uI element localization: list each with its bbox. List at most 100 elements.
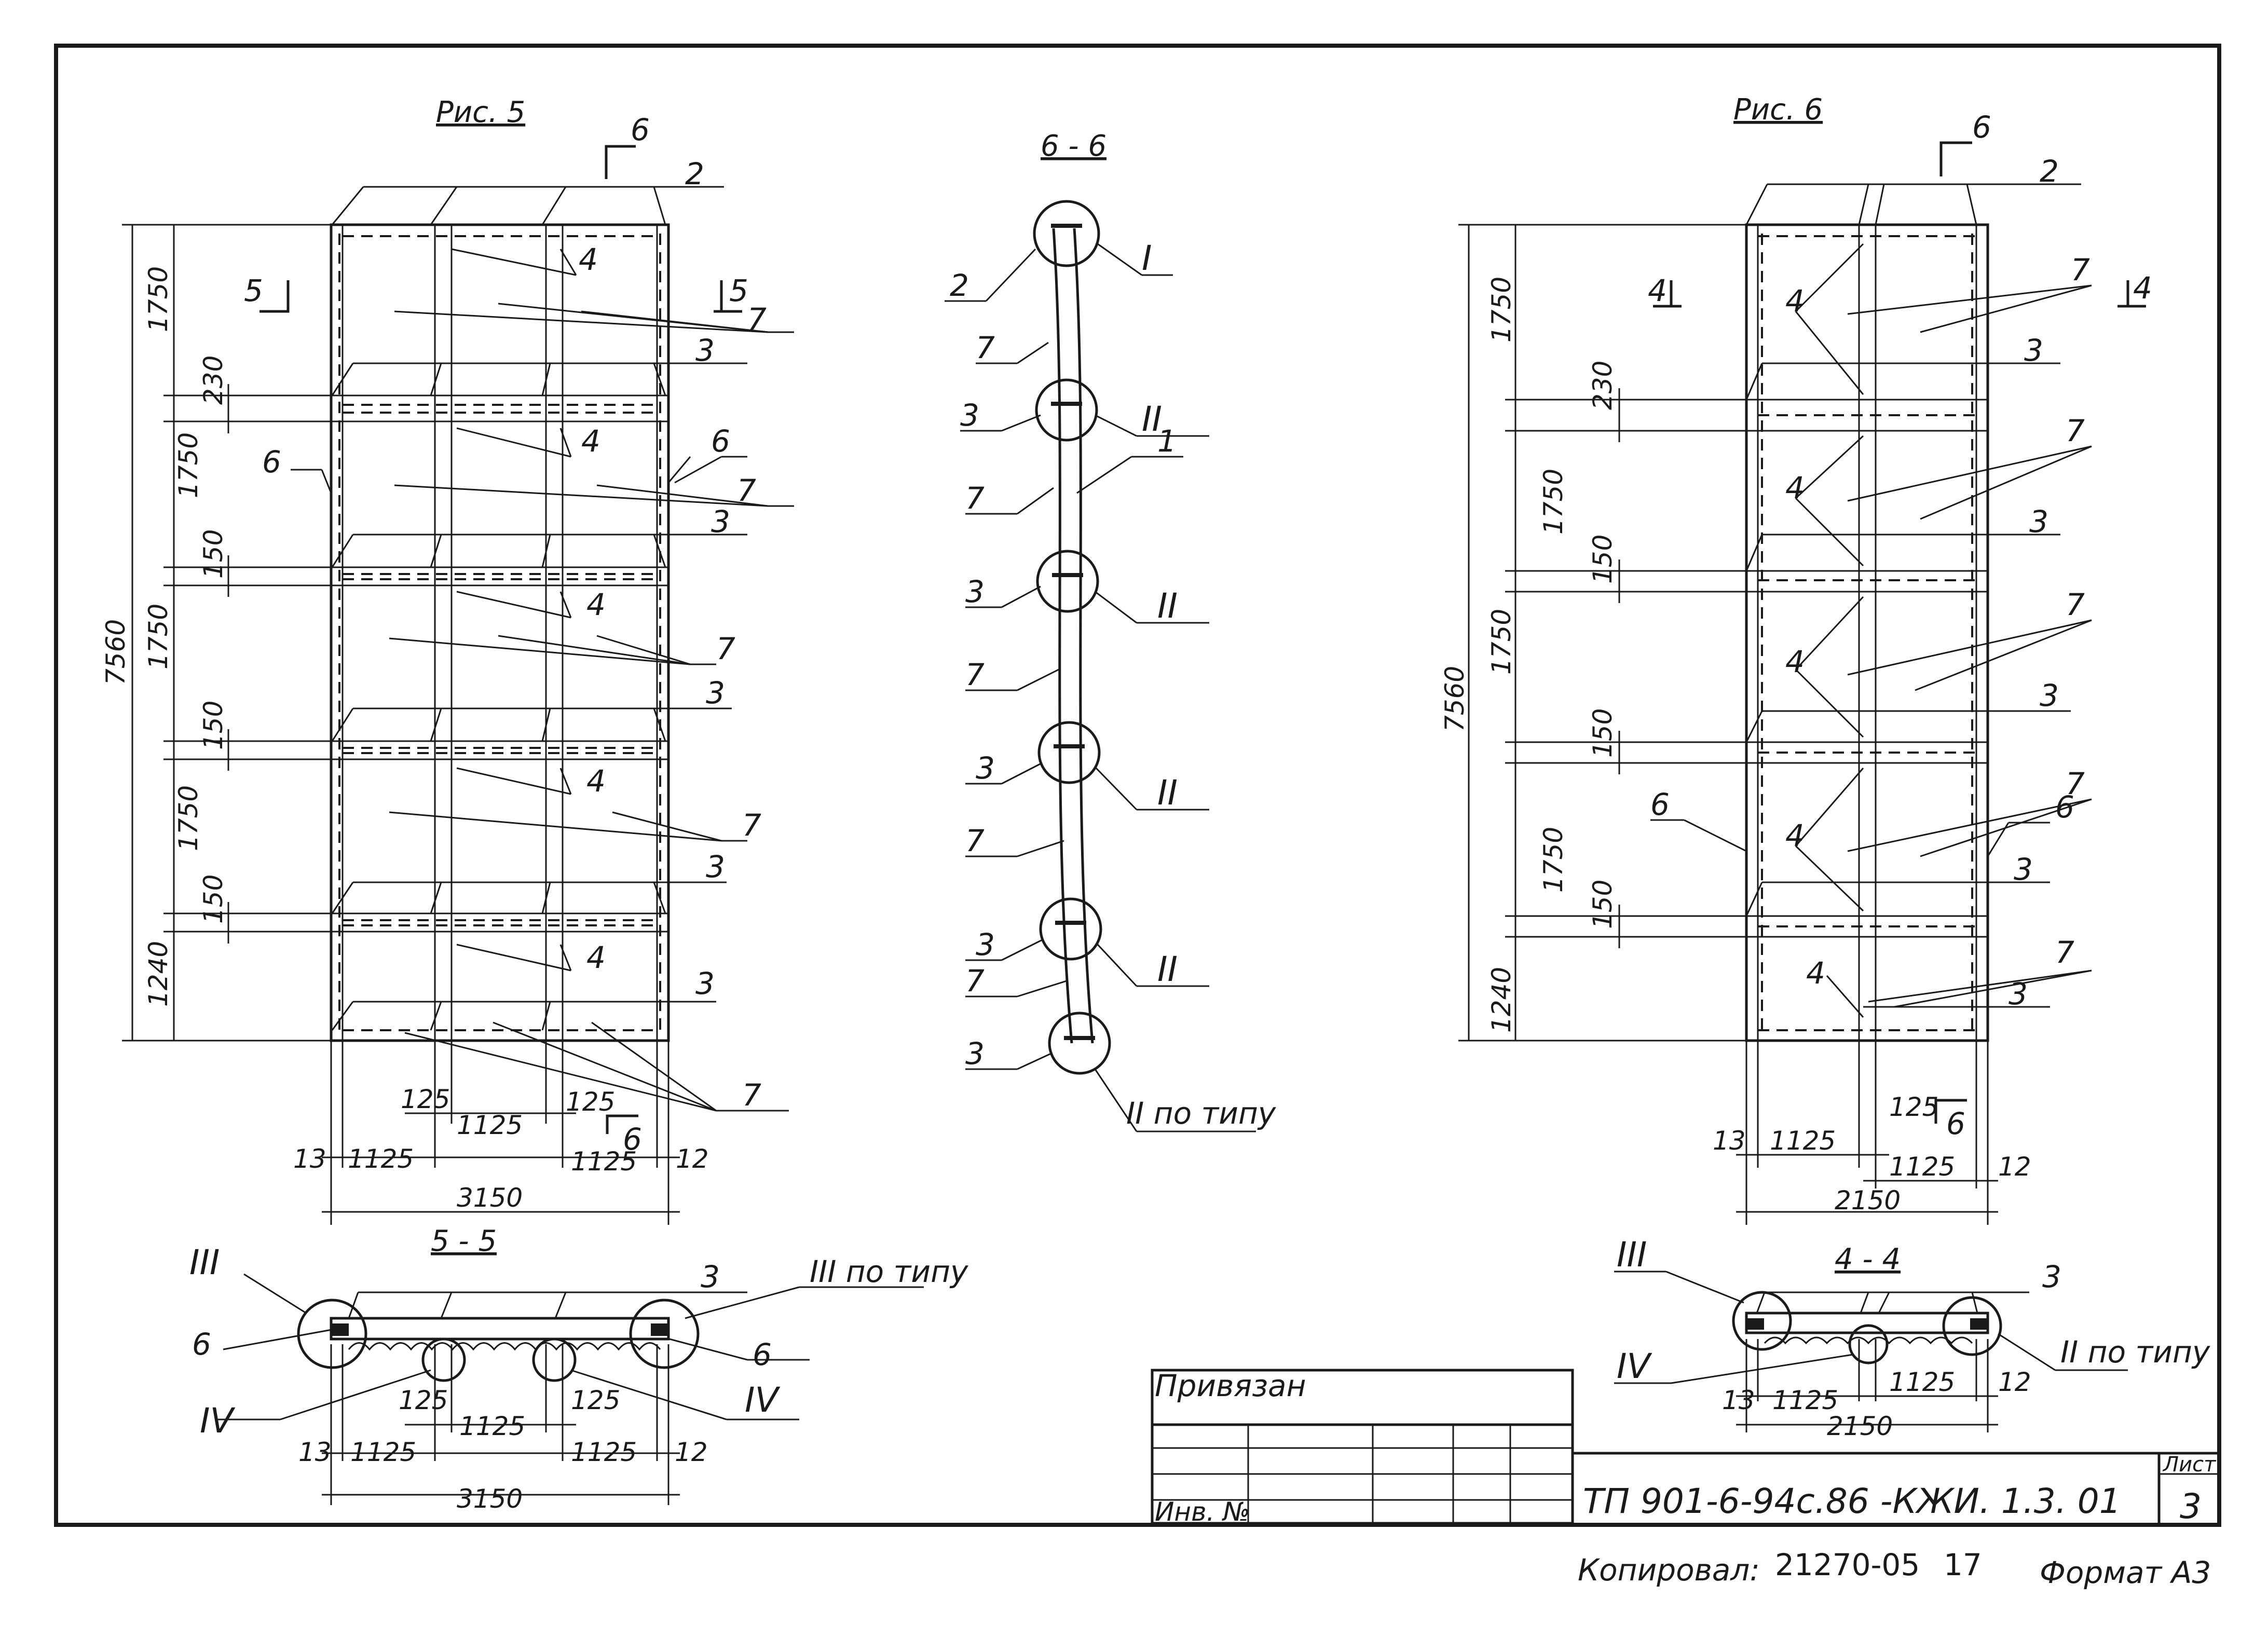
sec55-node-IV-right: IV	[745, 1380, 780, 1420]
sec66-label-3b: 3	[965, 574, 985, 609]
fig6-width-12: 12	[1998, 1152, 2031, 1182]
fig5-width-mid-2: 1125	[457, 1110, 523, 1140]
fig6-label-3b: 3	[2029, 504, 2048, 539]
fig5-label-7b: 7	[737, 473, 756, 508]
fig5-section-mark: 6	[631, 112, 650, 147]
fig5-width-1125-a: 1125	[348, 1144, 414, 1174]
sec44-node-II-type: II по типу	[2060, 1334, 2210, 1370]
fig5-label-7a: 7	[747, 302, 767, 337]
fig5-label-3a: 3	[695, 333, 715, 368]
sec55-dim-1125-b: 1125	[571, 1437, 637, 1467]
fig6-label-3d: 3	[2014, 852, 2033, 887]
sec66-label-7e: 7	[965, 963, 985, 999]
sec44-dim-1125-b: 1125	[1889, 1367, 1955, 1397]
sec66-node-6: II по типу	[1126, 1096, 1276, 1131]
sec44-title: 4 - 4	[1835, 1242, 1901, 1276]
sec55-label-6b: 6	[753, 1337, 772, 1372]
sec66-label-7d: 7	[965, 823, 985, 858]
fig6-label-7c: 7	[2066, 587, 2085, 622]
fig5-label-4b: 4	[581, 424, 600, 459]
fig5-width-13: 13	[293, 1144, 326, 1174]
sec55-node-III-left: III	[189, 1242, 220, 1282]
fig5-label-7d: 7	[742, 808, 761, 843]
sec66-label-7c: 7	[965, 657, 985, 692]
stamp-sheet-no: 3	[2180, 1486, 2202, 1526]
fig6-label-2: 2	[2040, 154, 2059, 189]
fig6-width-mid: 125	[1889, 1092, 1938, 1122]
fig6-height-4: 1750	[1538, 827, 1568, 893]
fig6-width-total: 2150	[1835, 1185, 1901, 1216]
footer-number: 21270-05	[1775, 1547, 1920, 1582]
footer: Копировал: 21270-05 17 Формат А3	[1578, 1547, 2211, 1590]
fig6-label-6b: 6	[2055, 789, 2074, 825]
fig6-panel	[1745, 223, 1989, 1042]
sec66-label-7b: 7	[965, 481, 985, 516]
figure-5: Рис. 5 6	[101, 95, 794, 1225]
sec66-node-2: II	[1142, 399, 1162, 439]
fig5-joint-4: 150	[198, 875, 228, 924]
sec55-dim-mid-3: 125	[571, 1385, 620, 1415]
fig5-label-4c: 4	[586, 587, 606, 622]
fig5-joint-2: 150	[198, 529, 228, 579]
footer-copied: Копировал:	[1578, 1552, 1760, 1588]
fig5-label-4e: 4	[586, 940, 606, 975]
section-4-4: 4 - 4 III IV II по типу 3	[1614, 1235, 2210, 1441]
sec66-label-3d: 3	[976, 927, 995, 962]
fig6-joint-2: 150	[1588, 535, 1618, 584]
fig6-label-4d: 4	[1785, 818, 1805, 853]
fig6-section-mark-bottom: 6	[1946, 1106, 1965, 1141]
sec55-label-3: 3	[701, 1259, 720, 1294]
fig6-label-7e: 7	[2055, 935, 2074, 970]
section-6-6: 6 - 6	[945, 129, 1276, 1132]
fig6-label-7d: 7	[2066, 766, 2085, 801]
sec66-node-1: I	[1142, 238, 1152, 278]
sec44-label-3: 3	[2042, 1259, 2061, 1294]
stamp-code: ТП 901-6-94с.86 -КЖИ. 1.3. 01	[1583, 1481, 2121, 1521]
sec66-node-3: II	[1157, 586, 1178, 626]
fig5-cut-mark-left: 5	[244, 273, 263, 308]
fig6-height-2: 1750	[1538, 469, 1568, 535]
fig6-joint-3: 150	[1588, 708, 1618, 758]
fig5-panel	[330, 223, 670, 1042]
fig6-joint-4: 150	[1588, 880, 1618, 929]
fig6-label-4e: 4	[1806, 955, 1825, 991]
fig5-width-12: 12	[676, 1144, 709, 1174]
sec66-label-3e: 3	[965, 1036, 985, 1071]
sec55-title: 5 - 5	[431, 1224, 497, 1258]
fig6-width-1125-a: 1125	[1770, 1126, 1836, 1156]
fig6-section-mark: 6	[1972, 110, 1991, 145]
sec55-dim-13: 13	[298, 1437, 332, 1467]
fig5-width-total: 3150	[457, 1183, 523, 1213]
fig5-label-7c: 7	[716, 631, 735, 666]
sheet-frame	[54, 44, 2221, 1527]
sec55-label-6a: 6	[192, 1327, 211, 1362]
fig5-label-4d: 4	[586, 763, 606, 799]
fig5-height-4: 1750	[173, 785, 203, 851]
sec66-label-3a: 3	[960, 398, 979, 433]
sec66-node-5: II	[1157, 949, 1178, 989]
sec44-dim-1125-a: 1125	[1772, 1385, 1838, 1415]
fig5-label-2: 2	[685, 156, 704, 192]
stamp-sheet-label: Лист	[2162, 1453, 2217, 1477]
footer-page: 17	[1944, 1547, 1982, 1582]
fig6-width-13: 13	[1713, 1126, 1746, 1156]
fig6-height-3: 1750	[1486, 609, 1516, 675]
fig5-label-3b: 3	[711, 504, 730, 539]
sec44-dim-13: 13	[1722, 1385, 1755, 1415]
sec44-dim-total: 2150	[1827, 1411, 1893, 1441]
fig5-label-6a: 6	[711, 424, 730, 459]
section-5-5: 5 - 5	[189, 1224, 968, 1514]
sec55-dim-12: 12	[675, 1437, 708, 1467]
sec55-dim-mid-1: 125	[399, 1385, 448, 1415]
fig6-label-4c: 4	[1785, 644, 1805, 679]
fig5-cut-mark-right: 5	[729, 273, 748, 308]
sec55-node-IV-left: IV	[200, 1401, 235, 1441]
sec44-dim-12: 12	[1998, 1367, 2031, 1397]
fig6-height-1: 1750	[1486, 277, 1516, 343]
fig6-label-4b: 4	[1785, 470, 1805, 506]
fig6-label-7b: 7	[2066, 413, 2085, 448]
fig5-width-1125-b: 1125	[571, 1146, 637, 1177]
fig6-total-height: 7560	[1440, 666, 1470, 732]
fig6-label-6a: 6	[1650, 787, 1670, 822]
